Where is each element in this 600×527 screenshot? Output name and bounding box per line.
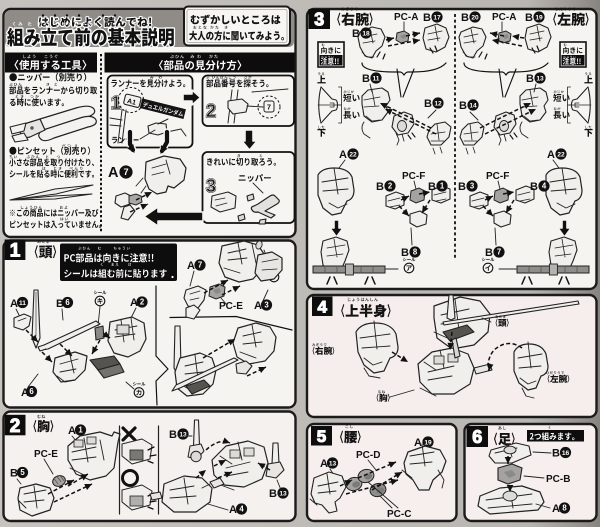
svg-text:B: B xyxy=(352,28,360,40)
svg-text:3: 3 xyxy=(264,301,269,310)
svg-text:13: 13 xyxy=(179,431,187,438)
svg-text:PC-F: PC-F xyxy=(402,171,425,182)
svg-text:13: 13 xyxy=(279,490,287,497)
svg-text:19: 19 xyxy=(424,439,432,446)
svg-text:B: B xyxy=(525,12,533,24)
svg-text:11: 11 xyxy=(373,75,380,82)
svg-text:3: 3 xyxy=(470,182,475,191)
svg-text:A: A xyxy=(414,437,422,449)
svg-text:B: B xyxy=(424,98,432,110)
svg-text:12: 12 xyxy=(434,100,442,107)
svg-text:2: 2 xyxy=(206,101,216,121)
svg-text:B: B xyxy=(362,73,370,85)
svg-text:PC-F: PC-F xyxy=(486,171,509,182)
svg-text:3: 3 xyxy=(314,9,324,29)
svg-text:7: 7 xyxy=(497,248,501,257)
svg-text:PC-B: PC-B xyxy=(546,474,570,485)
svg-text:B: B xyxy=(401,247,409,259)
svg-text:2: 2 xyxy=(206,101,216,121)
svg-text:PC-A: PC-A xyxy=(394,12,418,23)
svg-text:22: 22 xyxy=(349,151,357,158)
svg-text:B: B xyxy=(458,181,466,193)
svg-text:PC-D: PC-D xyxy=(356,450,380,461)
svg-text:1: 1 xyxy=(111,93,121,113)
svg-text:B: B xyxy=(526,73,534,85)
svg-text:3: 3 xyxy=(206,176,216,196)
svg-text:22: 22 xyxy=(557,151,565,158)
svg-text:A: A xyxy=(339,149,347,161)
svg-text:PC-C: PC-C xyxy=(387,509,411,520)
svg-text:1: 1 xyxy=(78,426,83,435)
svg-text:B: B xyxy=(269,488,277,500)
svg-text:B: B xyxy=(461,12,469,24)
svg-text:B: B xyxy=(169,429,177,441)
svg-text:7: 7 xyxy=(198,261,202,270)
svg-text:A: A xyxy=(229,504,237,516)
svg-text:11: 11 xyxy=(19,300,26,307)
svg-text:17: 17 xyxy=(433,14,441,21)
svg-text:PC-E: PC-E xyxy=(34,449,58,460)
svg-text:5: 5 xyxy=(317,427,326,446)
svg-text:A: A xyxy=(254,300,262,312)
svg-text:B: B xyxy=(459,100,467,112)
svg-text:16: 16 xyxy=(562,450,570,457)
svg-text:A: A xyxy=(10,298,18,310)
svg-text:7: 7 xyxy=(267,103,271,112)
svg-text:20: 20 xyxy=(471,14,479,21)
svg-text:18: 18 xyxy=(362,30,370,37)
svg-text:B: B xyxy=(56,298,64,310)
svg-text:B: B xyxy=(376,181,384,193)
svg-text:14: 14 xyxy=(469,102,477,109)
svg-text:B: B xyxy=(530,181,538,193)
svg-text:A: A xyxy=(320,458,328,470)
svg-text:2: 2 xyxy=(10,416,21,437)
svg-text:B: B xyxy=(428,181,436,193)
svg-text:7: 7 xyxy=(123,167,128,177)
svg-text:4: 4 xyxy=(542,182,547,191)
svg-text:3: 3 xyxy=(206,176,216,196)
svg-text:2: 2 xyxy=(388,182,393,191)
svg-text:A: A xyxy=(21,387,29,399)
svg-text:5: 5 xyxy=(20,468,25,477)
svg-text:PC-E: PC-E xyxy=(219,301,243,312)
svg-text:19: 19 xyxy=(535,14,543,21)
svg-text:1: 1 xyxy=(10,241,21,262)
svg-text:A: A xyxy=(130,297,138,309)
svg-text:6: 6 xyxy=(29,387,34,396)
svg-text:B: B xyxy=(423,12,431,24)
svg-text:B: B xyxy=(485,247,493,259)
svg-text:6: 6 xyxy=(472,427,482,447)
svg-text:A: A xyxy=(552,503,560,515)
svg-text:PC-A: PC-A xyxy=(492,12,516,23)
svg-text:13: 13 xyxy=(536,75,544,82)
svg-text:6: 6 xyxy=(65,298,70,307)
svg-text:A: A xyxy=(547,149,555,161)
svg-text:A: A xyxy=(187,260,195,272)
svg-text:8: 8 xyxy=(562,504,567,513)
svg-text:1: 1 xyxy=(440,182,445,191)
svg-text:B: B xyxy=(552,448,560,460)
svg-text:A: A xyxy=(108,165,119,181)
svg-text:13: 13 xyxy=(329,460,337,467)
svg-text:A1: A1 xyxy=(126,98,136,107)
svg-text:B: B xyxy=(10,468,18,480)
svg-text:4: 4 xyxy=(318,297,328,316)
svg-text:2: 2 xyxy=(140,298,145,307)
svg-text:A: A xyxy=(68,425,76,437)
svg-text:8: 8 xyxy=(413,248,418,257)
svg-text:1: 1 xyxy=(111,93,121,113)
svg-text:4: 4 xyxy=(239,505,244,514)
